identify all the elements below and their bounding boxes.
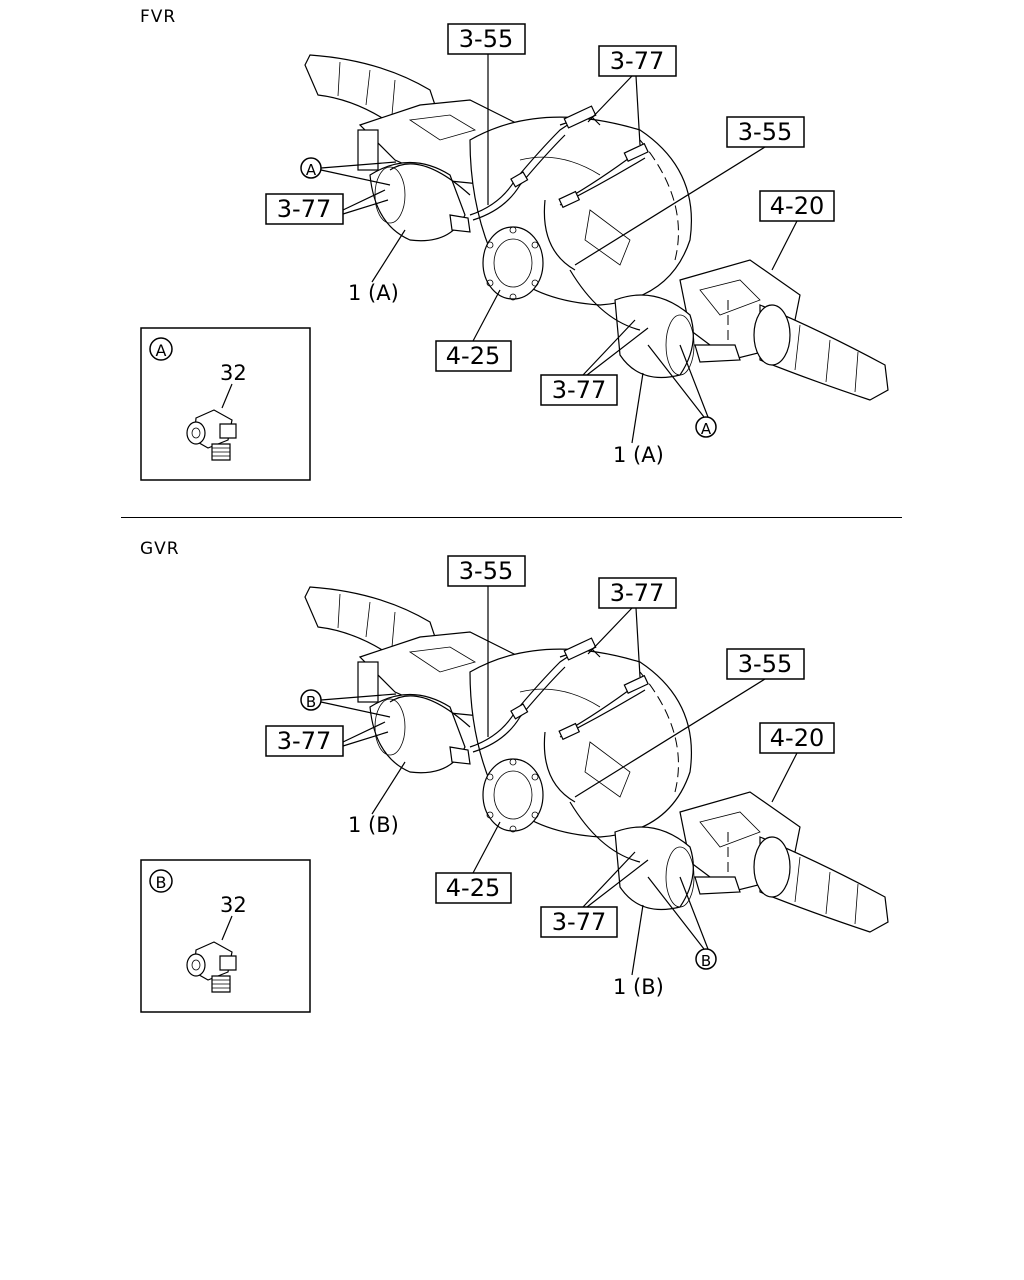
callout-hose-bottom: 3-77 <box>552 376 606 404</box>
callout-hose-left: 3-77 <box>277 195 331 223</box>
view-circle-right: A <box>701 420 712 438</box>
chamber-label-left: 1 (A) <box>348 281 399 305</box>
callout-hose-left: 3-77 <box>277 727 331 755</box>
callout-housing: 4-25 <box>446 874 500 902</box>
chamber-label-right: 1 (A) <box>613 443 664 467</box>
callout-housing: 4-25 <box>446 342 500 370</box>
callout-hose-top: 3-77 <box>610 579 664 607</box>
inset-letter: B <box>156 873 167 892</box>
section-gvr: GVR <box>0 532 1024 1052</box>
rear-axle-drawing <box>304 586 889 933</box>
inset-detail: A 32 <box>140 327 311 481</box>
section-divider <box>121 517 902 518</box>
axle-diagram: GVR <box>140 539 889 1013</box>
axle-diagram: FVR <box>140 7 889 481</box>
chamber-label-left: 1 (B) <box>348 813 399 837</box>
inset-letter: A <box>156 341 167 360</box>
model-label: GVR <box>140 539 180 559</box>
callout-pipe-right: 3-55 <box>738 650 792 678</box>
callout-bracket-right: 4-20 <box>770 192 824 220</box>
chamber-label-right: 1 (B) <box>613 975 664 999</box>
callout-hose-bottom: 3-77 <box>552 908 606 936</box>
inset-part-number: 32 <box>220 893 247 917</box>
callout-bracket-right: 4-20 <box>770 724 824 752</box>
inset-detail: B 32 <box>140 859 311 1013</box>
view-circle-right: B <box>701 952 711 970</box>
inset-part-number: 32 <box>220 361 247 385</box>
view-circle-left: B <box>306 693 316 711</box>
callout-pipe-left: 3-55 <box>459 25 513 53</box>
callout-pipe-left: 3-55 <box>459 557 513 585</box>
model-label: FVR <box>140 7 176 27</box>
rear-axle-drawing <box>304 54 889 401</box>
callout-pipe-right: 3-55 <box>738 118 792 146</box>
section-fvr: FVR <box>0 0 1024 517</box>
callout-hose-top: 3-77 <box>610 47 664 75</box>
view-circle-left: A <box>306 161 317 179</box>
